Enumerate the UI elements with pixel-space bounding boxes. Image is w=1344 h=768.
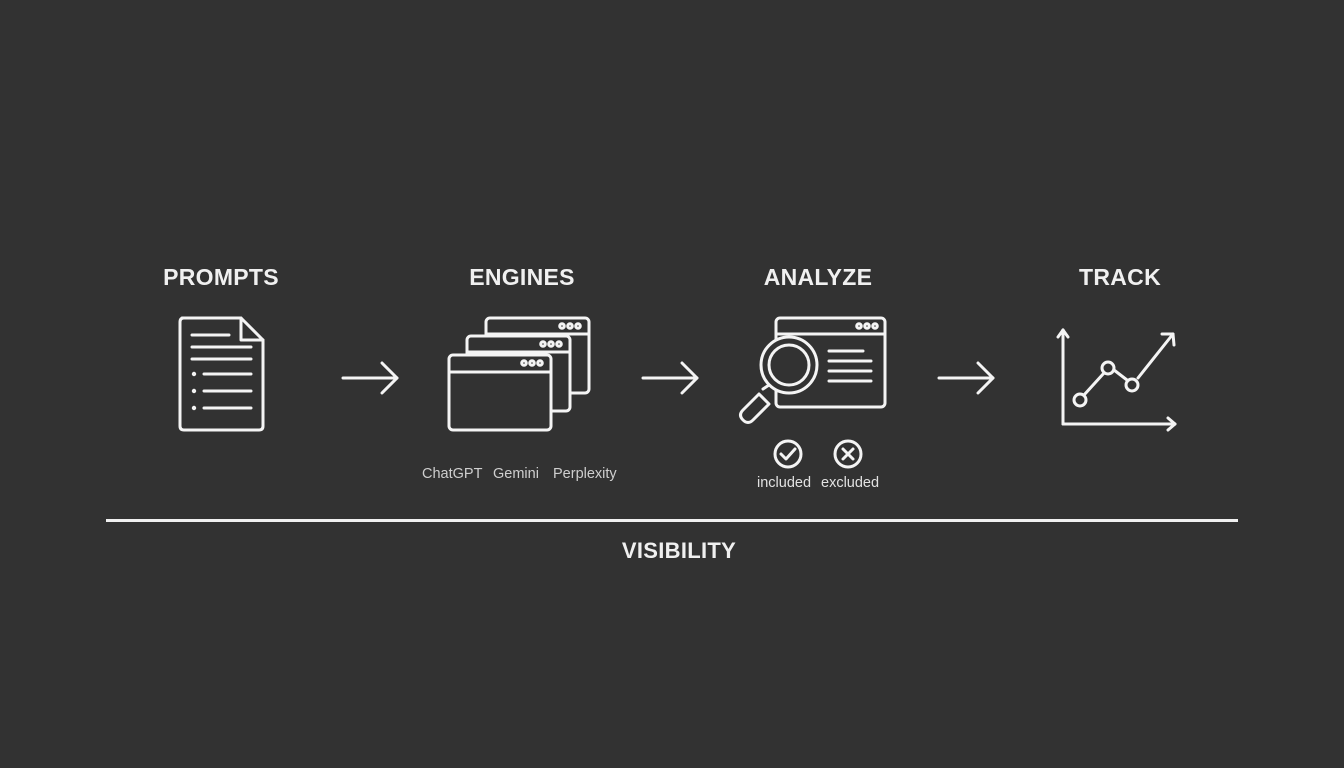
- magnifier-window-icon: [739, 316, 887, 424]
- document-list-icon: [178, 316, 265, 432]
- excluded-label: excluded: [821, 475, 880, 491]
- step-title-track: TRACK: [1079, 264, 1161, 290]
- arrow-right-icon: [937, 361, 995, 395]
- arrow-right-icon: [341, 361, 399, 395]
- engine-label-gemini: Gemini: [493, 466, 539, 482]
- engine-label-chatgpt: ChatGPT: [422, 466, 483, 482]
- divider-line: [106, 519, 1238, 522]
- engine-label-perplexity: Perplexity: [553, 466, 617, 482]
- visibility-label: VISIBILITY: [621, 538, 737, 563]
- step-title-engines: ENGINES: [469, 264, 575, 290]
- arrow-right-icon: [641, 361, 699, 395]
- included-label: included: [757, 475, 812, 491]
- step-title-analyze: ANALYZE: [763, 264, 873, 290]
- line-chart-icon: [1056, 328, 1177, 432]
- step-title-prompts: PROMPTS: [163, 264, 279, 290]
- check-circle-icon: [773, 439, 803, 469]
- x-circle-icon: [833, 439, 863, 469]
- stacked-windows-icon: [447, 316, 591, 432]
